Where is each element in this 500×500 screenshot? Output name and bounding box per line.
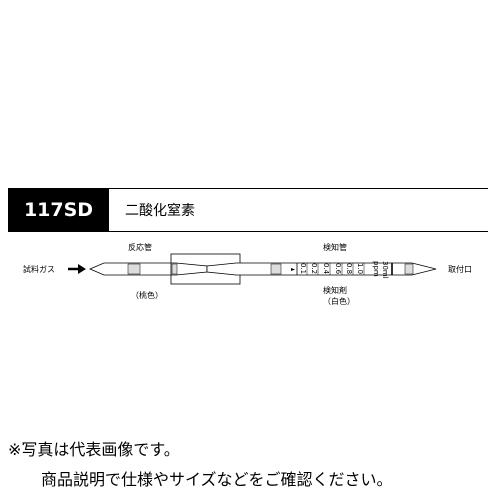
product-code: 117SD bbox=[8, 189, 109, 231]
max-mark-label: 30ml bbox=[381, 261, 389, 279]
reaction-plug-left bbox=[127, 263, 141, 275]
reaction-tube-label: 反応管 bbox=[128, 243, 152, 252]
reaction-plug-right bbox=[171, 263, 178, 275]
outlet-label: 取付口 bbox=[448, 265, 472, 274]
scale-label: 0.6 bbox=[334, 263, 342, 275]
footnote-line-2: 商品説明で仕様やサイズなどをご確認ください。 bbox=[41, 470, 393, 489]
scale-label: 1.0 bbox=[356, 263, 364, 275]
detector-tube bbox=[206, 262, 437, 276]
footnote-line-1: ※写真は代表画像です。 bbox=[8, 440, 180, 459]
scale-label: 0.2 bbox=[310, 263, 318, 275]
flow-arrow-icon bbox=[291, 268, 295, 271]
detector-plug-right bbox=[404, 263, 414, 275]
scale-label: 0.1 bbox=[299, 263, 307, 275]
scale-label: 0.8 bbox=[345, 263, 353, 275]
inlet-arrow-icon bbox=[68, 264, 86, 274]
scale-label: 0.4 bbox=[322, 263, 330, 275]
header-bar: 117SD 二酸化窒素 bbox=[8, 188, 488, 232]
detector-color-label: （白色） bbox=[323, 297, 355, 306]
detector-tube-label: 検知管 bbox=[323, 243, 347, 252]
inlet-label: 試料ガス bbox=[23, 265, 55, 274]
reaction-tube bbox=[88, 262, 208, 276]
gas-name: 二酸化窒素 bbox=[125, 203, 195, 219]
unit-label: ppm bbox=[372, 261, 380, 277]
reaction-color-label: （桃色） bbox=[131, 291, 163, 300]
detector-plug-left bbox=[270, 263, 282, 275]
detector-agent-label: 検知剤 bbox=[323, 286, 347, 295]
